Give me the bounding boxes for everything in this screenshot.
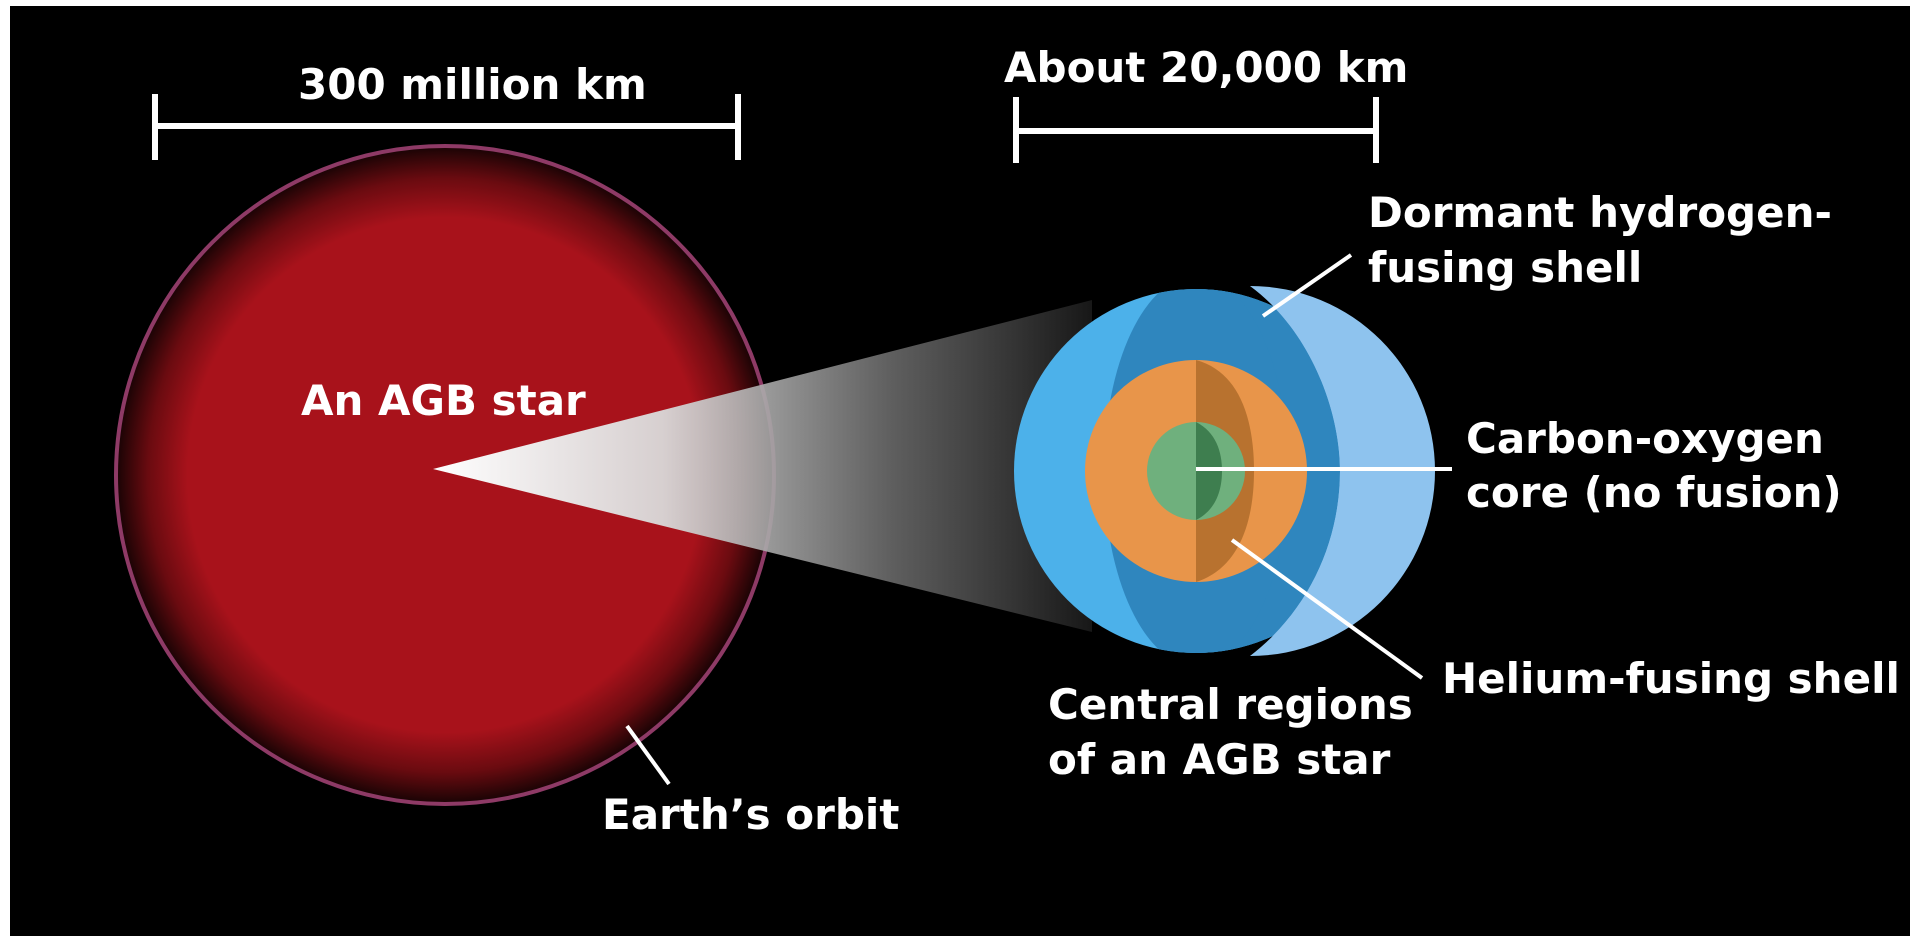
dormant-shell-leader [1261, 253, 1353, 318]
agb-star-disk [115, 145, 775, 805]
central-regions-label-line2: of an AGB star [1048, 735, 1391, 784]
dormant-shell-label-line2: fusing shell [1368, 243, 1643, 292]
dormant-shell-label-line1: Dormant hydrogen- [1368, 188, 1832, 237]
agb-star-label: An AGB star [301, 376, 586, 425]
co-core-label-line1: Carbon-oxygen [1466, 414, 1824, 463]
earth-orbit-leader [625, 724, 671, 786]
star-scale-bar [152, 94, 741, 160]
central-regions-label-line1: Central regions [1048, 680, 1413, 729]
helium-shell-leader [1230, 538, 1424, 680]
co-core-label-line2: core (no fusion) [1466, 468, 1842, 517]
star-scale-label: 300 million km [298, 60, 647, 109]
earth-orbit-label: Earth’s orbit [602, 790, 900, 839]
core-scale-bar [1013, 97, 1379, 163]
core-scale-label: About 20,000 km [1004, 43, 1409, 92]
helium-shell-label: Helium-fusing shell [1442, 654, 1900, 703]
zoom-cone [433, 300, 1092, 632]
